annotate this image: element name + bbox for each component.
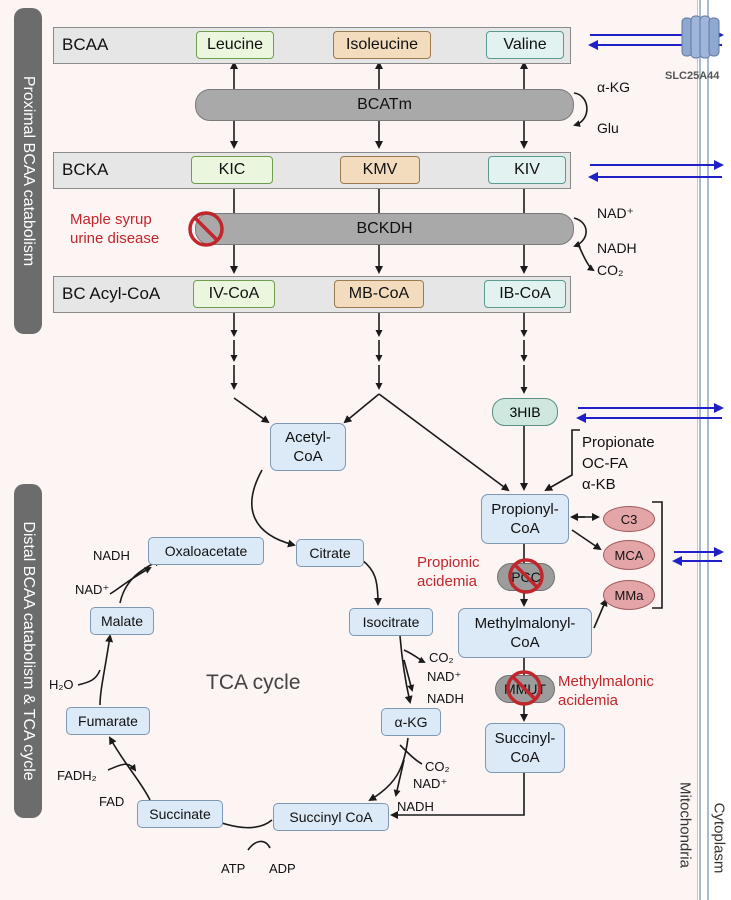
mmut-block-icon [506,670,542,706]
iso-co2: CO₂ [429,650,454,665]
propionyl-coa-box: Propionyl- CoA [481,494,569,544]
tca-nad: NAD⁺ [75,582,110,597]
iso-nadh: NADH [427,691,464,706]
msud-label: Maple syrup urine disease [70,210,159,248]
methylmalonic-acidemia-label: Methylmalonic acidemia [558,672,654,710]
kiv-box: KIV [488,156,566,184]
propionyl-coa-line2: CoA [510,520,540,537]
c3-marker: C3 [603,506,655,532]
inner-membrane-line [699,0,701,900]
succinate-box: Succinate [137,800,223,828]
acetyl-coa-line1: Acetyl- [285,429,331,446]
methylmalonic-line2: acidemia [558,692,619,709]
succinyl-coa-box: Succinyl- CoA [485,723,565,773]
mca-marker: MCA [603,540,655,570]
methylmalonyl-coa-line2: CoA [510,634,540,651]
transporter-label: SLC25A44 [665,70,720,82]
a-kb-source: α-KB [582,476,616,493]
co2-cofactor: CO₂ [597,262,624,278]
nadh-cofactor: NADH [597,240,637,256]
tca-nadh: NADH [93,548,130,563]
3hib-pill: 3HIB [492,398,558,426]
propionic-line2: acidemia [417,573,478,590]
cytoplasm-label: Cytoplasm [710,802,728,873]
slc25a44-transporter-icon [680,14,722,60]
bcka-row: BCKA [53,152,571,189]
kmv-box: KMV [340,156,420,184]
iv-coa-box: IV-CoA [193,280,275,308]
proximal-section-label: Proximal BCAA catabolism [20,75,37,267]
valine-box: Valine [486,31,564,59]
cytoplasm-label-box: Cytoplasm [707,780,731,895]
akg-box: α-KG [381,708,441,736]
fumarate-box: Fumarate [66,707,150,735]
isocitrate-box: Isocitrate [349,608,433,636]
akg-cofactor: α-KG [597,79,630,95]
methylmalonyl-coa-line1: Methylmalonyl- [474,615,576,632]
msud-line2: urine disease [70,230,160,247]
kic-box: KIC [191,156,273,184]
methylmalonyl-coa-box: Methylmalonyl- CoA [458,608,592,658]
pcc-block-icon [508,558,544,594]
propionyl-coa-line1: Propionyl- [491,501,559,518]
propionic-line1: Propionic [417,554,480,571]
outer-membrane-line [707,0,709,900]
glu-cofactor: Glu [597,120,619,136]
bcaa-row: BCAA [53,27,571,64]
mitochondria-label: Mitochondria [676,782,694,868]
mma-marker: MMa [603,580,655,610]
acyl-coa-row-label: BC Acyl-CoA [62,284,161,303]
bckdh-enzyme: BCKDH [195,213,574,245]
succinyl-coa-line2: CoA [510,749,540,766]
adp: ADP [269,861,296,876]
citrate-box: Citrate [296,539,364,567]
fadh2: FADH₂ [57,768,97,783]
msud-block-icon [188,211,224,247]
propionate-sources: Propionate OC-FA α-KB [582,432,655,495]
oc-fa-source: OC-FA [582,455,628,472]
akg-co2: CO₂ [425,759,450,774]
msud-line1: Maple syrup [70,211,152,228]
bcka-row-label: BCKA [62,160,109,179]
oxaloacetate-box: Oxaloacetate [148,537,264,565]
mb-coa-box: MB-CoA [334,280,424,308]
h2o: H₂O [49,677,74,692]
atp: ATP [221,861,246,876]
proximal-section-bar: Proximal BCAA catabolism [14,8,42,334]
mitochondria-label-box: Mitochondria [673,755,697,895]
nad-cofactor: NAD⁺ [597,205,634,221]
akg-nad: NAD⁺ [413,776,448,791]
malate-box: Malate [90,607,154,635]
ib-coa-box: IB-CoA [484,280,566,308]
succinyl-coa-line1: Succinyl- [494,730,556,747]
tca-cycle-title: TCA cycle [206,671,301,694]
acetyl-coa-line2: CoA [293,448,323,465]
propionate-source: Propionate [582,434,655,451]
acetyl-coa-box: Acetyl- CoA [270,423,346,471]
akg-nadh: NADH [397,799,434,814]
fad: FAD [99,794,125,809]
leucine-box: Leucine [196,31,274,59]
bcaa-row-label: BCAA [62,35,109,54]
methylmalonic-line1: Methylmalonic [558,673,654,690]
propionic-acidemia-label: Propionic acidemia [417,553,480,591]
bcatm-enzyme: BCATm [195,89,574,121]
distal-section-bar: Distal BCAA catabolism & TCA cycle [14,484,42,818]
succinyl-coa-tca-box: Succinyl CoA [273,803,389,831]
isoleucine-box: Isoleucine [333,31,431,59]
distal-section-label: Distal BCAA catabolism & TCA cycle [20,521,37,781]
iso-nad: NAD⁺ [427,669,462,684]
